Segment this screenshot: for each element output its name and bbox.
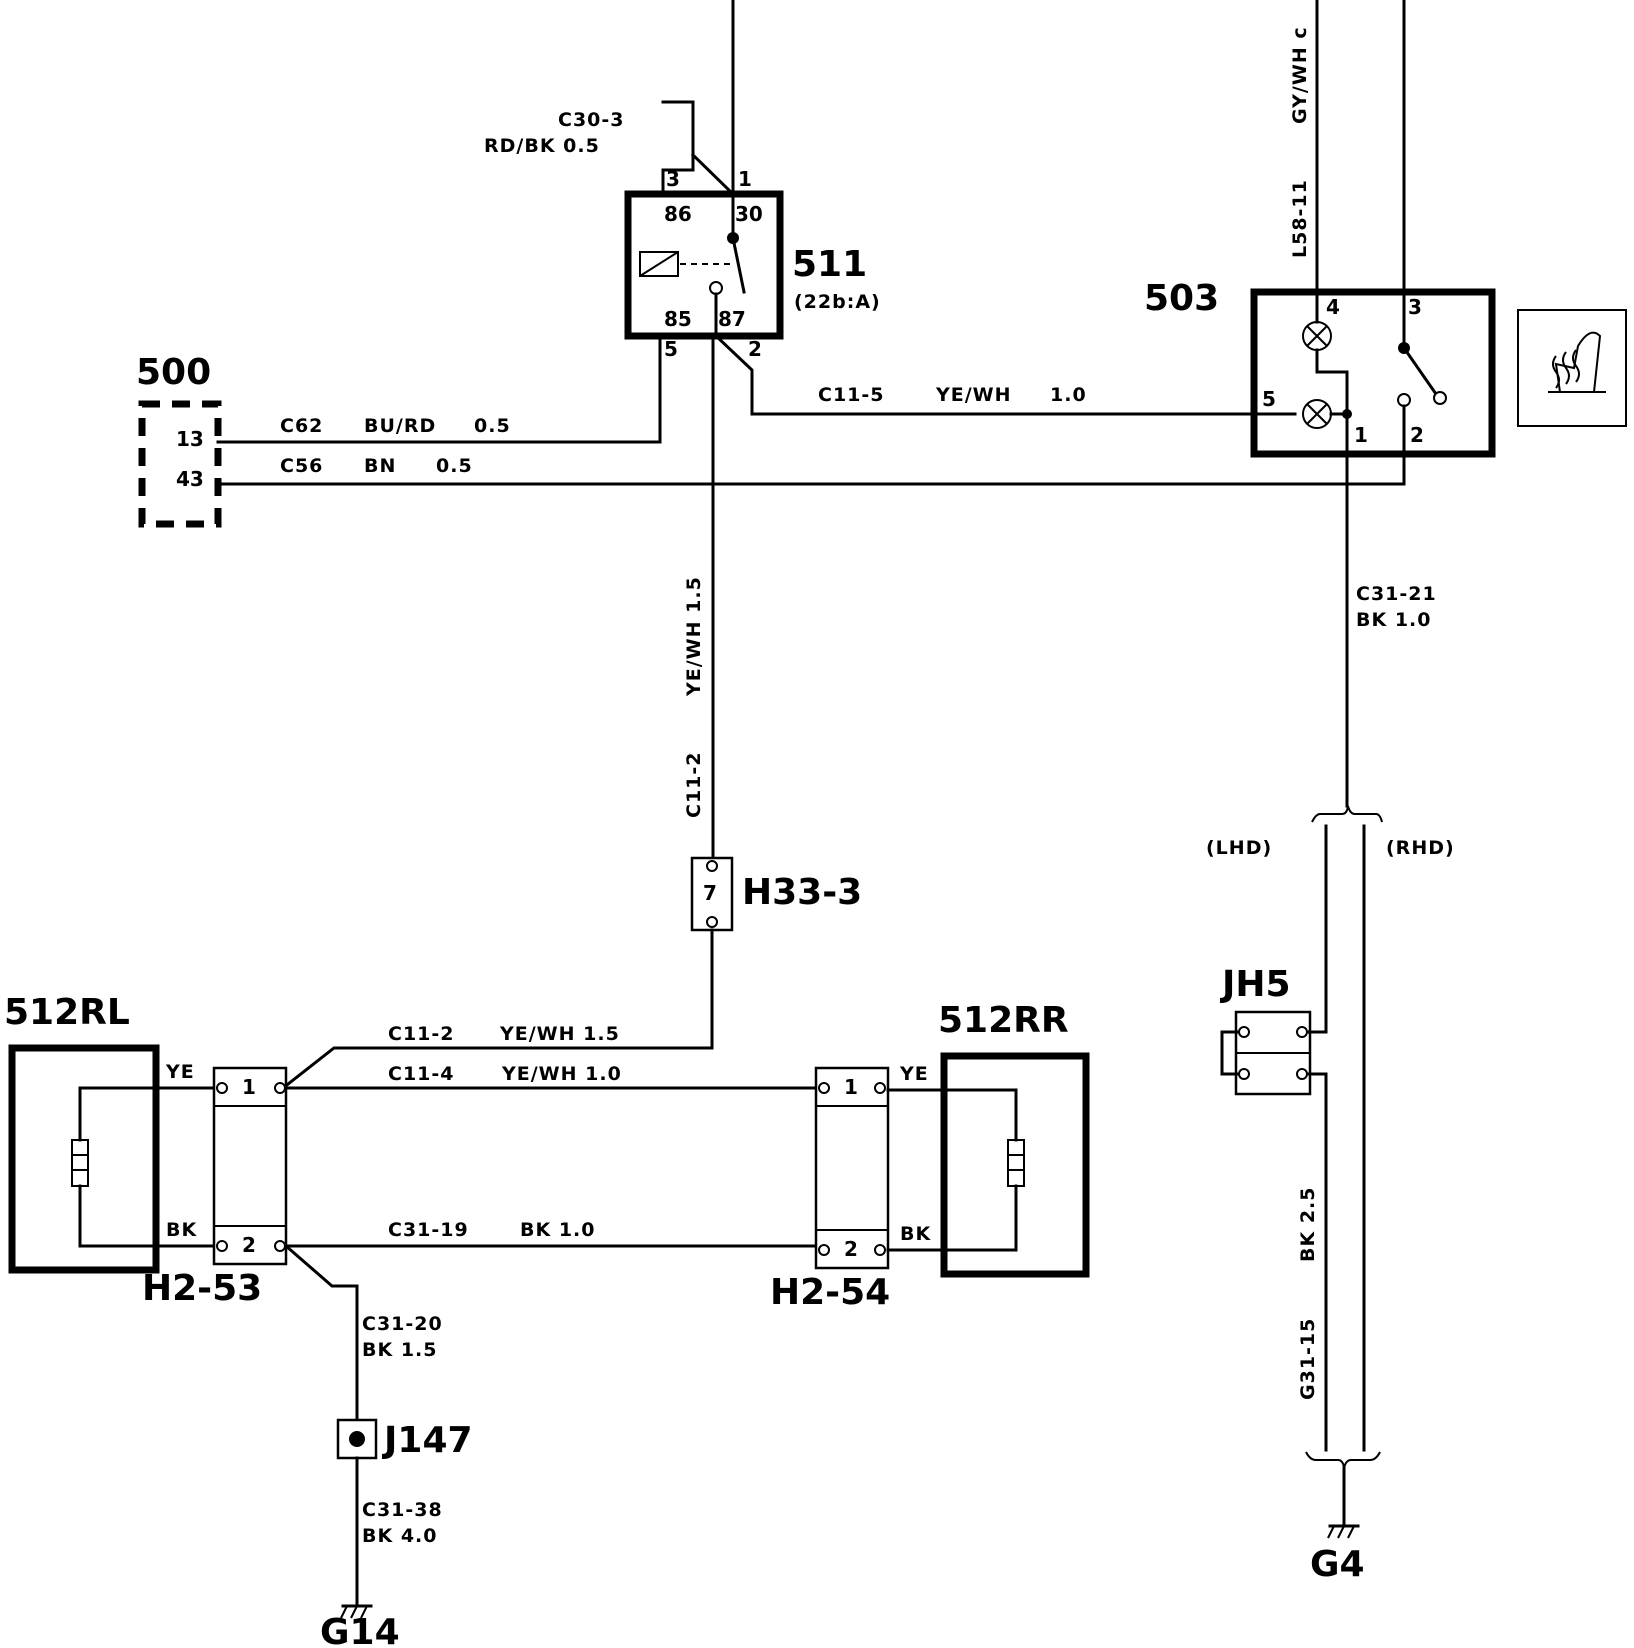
wire-label-c56: C56 <box>280 455 323 477</box>
wire-c11-2-horizontal <box>280 928 714 1091</box>
relay-label: 511 <box>792 244 867 285</box>
wire-label-c31-20-color: BK 1.5 <box>362 1339 437 1361</box>
relay-coil-icon <box>639 251 730 277</box>
seat-heater-icon <box>1517 309 1627 427</box>
ground-icon <box>340 1604 373 1619</box>
relay-pin-3: 3 <box>666 167 680 191</box>
h2-54-label: H2-54 <box>770 1272 890 1313</box>
wire-label-c31-38-color: BK 4.0 <box>362 1525 437 1547</box>
wire-label-c30-3-color: RD/BK 0.5 <box>484 135 600 157</box>
h2-53-label: H2-53 <box>142 1268 262 1309</box>
wire-label-c11-5: C11-5 <box>818 384 885 406</box>
wire-label-l58-11: L58-11 <box>1289 179 1311 258</box>
wire-label-bk-2-5: BK 2.5 <box>1297 1187 1319 1262</box>
wire-label-c31-19: C31-19 <box>388 1219 469 1241</box>
wire-c30-3-link <box>690 152 736 197</box>
ground-icon <box>1327 1524 1360 1539</box>
relay-pin-30: 30 <box>735 202 763 226</box>
wire-label-c11-5-color: YE/WH <box>935 384 1012 406</box>
wire-label-c11-4: C11-4 <box>388 1063 455 1085</box>
wire-label-gy-wh: GY/WH c <box>1289 26 1311 124</box>
relay-pin-1: 1 <box>738 167 752 191</box>
wire-label-c56-size: 0.5 <box>436 455 473 477</box>
heater-512rr-label: 512RR <box>938 1000 1069 1041</box>
wire-label-c11-5-size: 1.0 <box>1050 384 1087 406</box>
module-500-pin-43: 43 <box>176 467 204 491</box>
switch-503-label: 503 <box>1144 278 1219 319</box>
wire-label-c11-2-h: C11-2 <box>388 1023 455 1045</box>
wire-label-c31-19-color: BK 1.0 <box>520 1219 595 1241</box>
wire-label-g31-15: G31-15 <box>1297 1318 1319 1400</box>
wire-label-c11-2-h-color: YE/WH 1.5 <box>499 1023 620 1045</box>
switch-pin-4: 4 <box>1326 295 1340 319</box>
wire-label-c30-3: C30-3 <box>558 109 625 131</box>
h33-3-label: H33-3 <box>742 872 862 913</box>
module-500-label: 500 <box>136 352 211 393</box>
heater-512rr-ye: YE <box>899 1063 929 1085</box>
j147-label: J147 <box>381 1420 473 1461</box>
relay-511: 86 30 85 87 3 1 5 2 511 (22b:A) <box>624 167 881 361</box>
lamp-icon <box>1302 321 1332 351</box>
splice-j147: J147 <box>336 1418 473 1461</box>
wire-label-c62-size: 0.5 <box>474 415 511 437</box>
ground-bracket <box>1305 1451 1381 1469</box>
module-500: 500 13 43 <box>136 352 222 528</box>
h2-53-pin-2: 2 <box>242 1233 256 1257</box>
jh5-label: JH5 <box>1219 964 1291 1005</box>
switch-pin-2: 2 <box>1410 423 1424 447</box>
wire-label-c31-21-color: BK 1.0 <box>1356 609 1431 631</box>
variant-bracket <box>1311 805 1383 823</box>
wire-g31-15 <box>1306 1072 1328 1452</box>
wire-c30-3 <box>661 100 695 196</box>
heater-512rr: 512RR YE BK <box>886 1000 1090 1278</box>
wire-label-c31-20: C31-20 <box>362 1313 443 1335</box>
relay-contact-87 <box>709 281 723 295</box>
lamp-icon <box>1302 399 1332 429</box>
relay-ref: (22b:A) <box>794 291 881 313</box>
h2-54-pin-1: 1 <box>844 1075 858 1099</box>
label-lhd: (LHD) <box>1206 837 1272 859</box>
switch-pin-3: 3 <box>1408 295 1422 319</box>
h33-3-pin-7: 7 <box>703 881 717 905</box>
ground-g14-label: G14 <box>320 1612 400 1648</box>
wire-label-c62-color: BU/RD <box>364 415 436 437</box>
wire-jh5-in <box>1306 1010 1328 1034</box>
wire-label-ye-wh-1-5: YE/WH 1.5 <box>683 576 705 697</box>
ground-g4-label: G4 <box>1310 1544 1365 1585</box>
connector-h33-3: 7 H33-3 <box>690 856 862 932</box>
wire-c56 <box>216 444 1406 486</box>
label-rhd: (RHD) <box>1386 837 1455 859</box>
connector-h2-53: 1 2 H2-53 <box>142 1066 288 1309</box>
wire-label-c56-color: BN <box>364 455 396 477</box>
switch-pin-5: 5 <box>1262 387 1276 411</box>
wire-label-c11-4-color: YE/WH 1.0 <box>501 1063 622 1085</box>
heater-512rl-label: 512RL <box>4 992 130 1033</box>
heater-512rl: 512RL YE BK <box>4 992 216 1274</box>
wire-label-c31-38: C31-38 <box>362 1499 443 1521</box>
relay-pin-86: 86 <box>664 202 692 226</box>
relay-pin-85: 85 <box>664 307 692 331</box>
relay-pin-87: 87 <box>718 307 746 331</box>
heater-512rr-bk: BK <box>900 1223 931 1245</box>
h2-54-pin-2: 2 <box>844 1237 858 1261</box>
wire-c62 <box>216 334 662 444</box>
heater-element-icon <box>1007 1139 1025 1187</box>
switch-503: 503 4 3 5 1 2 <box>1144 278 1496 458</box>
relay-pin-2: 2 <box>748 337 762 361</box>
wire-c31-20 <box>283 1243 359 1422</box>
module-500-pin-13: 13 <box>176 427 204 451</box>
wire-label-c62: C62 <box>280 415 323 437</box>
relay-pin-5: 5 <box>664 337 678 361</box>
connector-jh5: JH5 <box>1219 964 1312 1096</box>
connector-h2-54: 1 2 H2-54 <box>770 1066 890 1313</box>
heater-element-icon <box>71 1139 89 1187</box>
heater-512rl-bk: BK <box>166 1219 197 1241</box>
wire-c11-5 <box>713 333 1297 416</box>
wire-label-c31-21: C31-21 <box>1356 583 1437 605</box>
wire-label-c11-2-v: C11-2 <box>683 752 705 819</box>
h2-53-pin-1: 1 <box>242 1075 256 1099</box>
switch-pin-1: 1 <box>1354 423 1368 447</box>
heater-512rl-ye: YE <box>165 1061 195 1083</box>
